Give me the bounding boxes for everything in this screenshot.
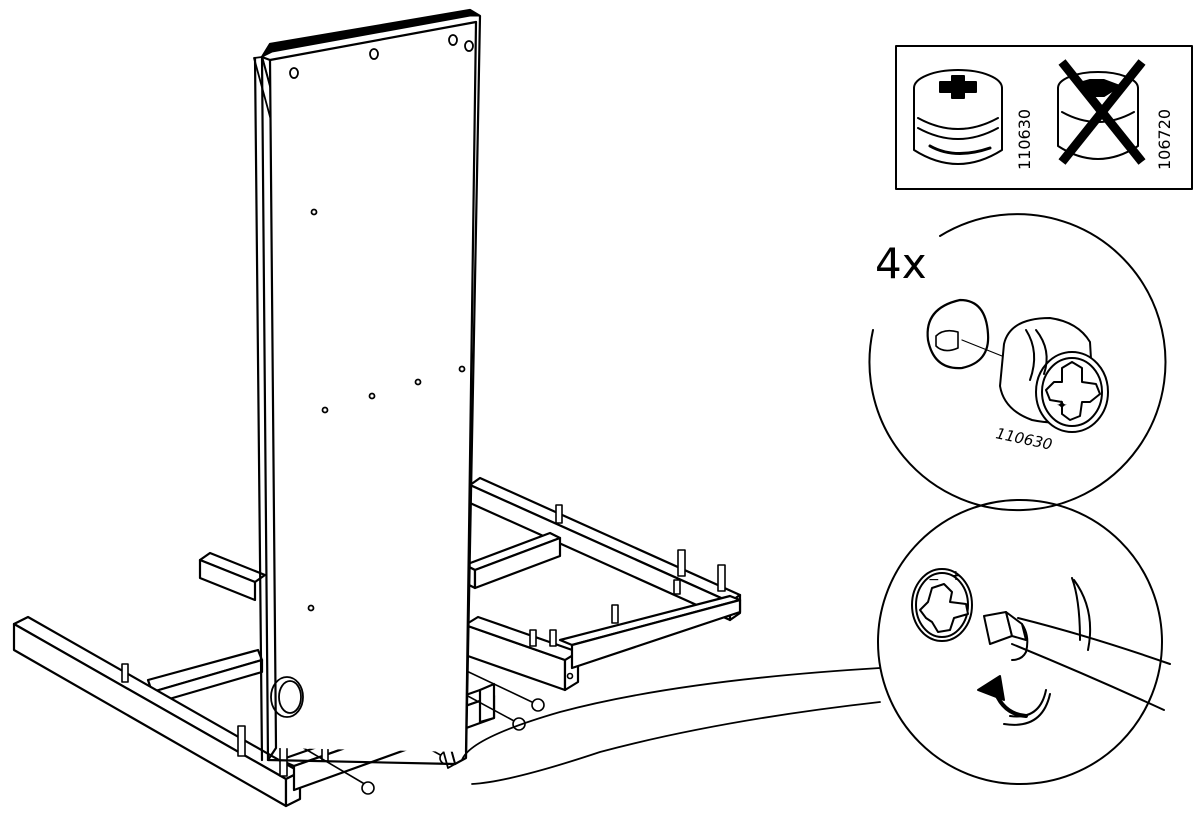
- svg-text:✦: ✦: [1056, 398, 1068, 414]
- svg-text:−: −: [928, 572, 940, 588]
- wrong-part-number: 106720: [1155, 109, 1174, 170]
- cam-lock-legend: 110630 106720: [895, 45, 1193, 190]
- svg-text:+: +: [950, 568, 962, 584]
- center-crossbar: [463, 531, 562, 590]
- insert-part-number: 110630: [994, 424, 1054, 454]
- rotate-arrow-icon: [977, 577, 1092, 726]
- cam-lock-insert-icon: ✦: [999, 317, 1109, 433]
- front-rail: [463, 594, 742, 692]
- long-left-rail: [12, 615, 302, 808]
- left-rail: [198, 551, 267, 602]
- headboard-panel: [253, 8, 482, 769]
- cam-lock-correct-icon: [913, 69, 1003, 165]
- quantity-label: 4x: [875, 239, 927, 288]
- cross-out-icon: [1058, 59, 1146, 165]
- detail-circle-insert: 4x ✦ 110630: [868, 213, 1167, 512]
- correct-part-number: 110630: [1015, 109, 1034, 170]
- panel-holes: [270, 34, 474, 718]
- detail-circle-screwdriver: − +: [461, 499, 1171, 785]
- screwdriver-icon: [983, 611, 1171, 711]
- cam-lock-face-icon: − +: [911, 568, 973, 642]
